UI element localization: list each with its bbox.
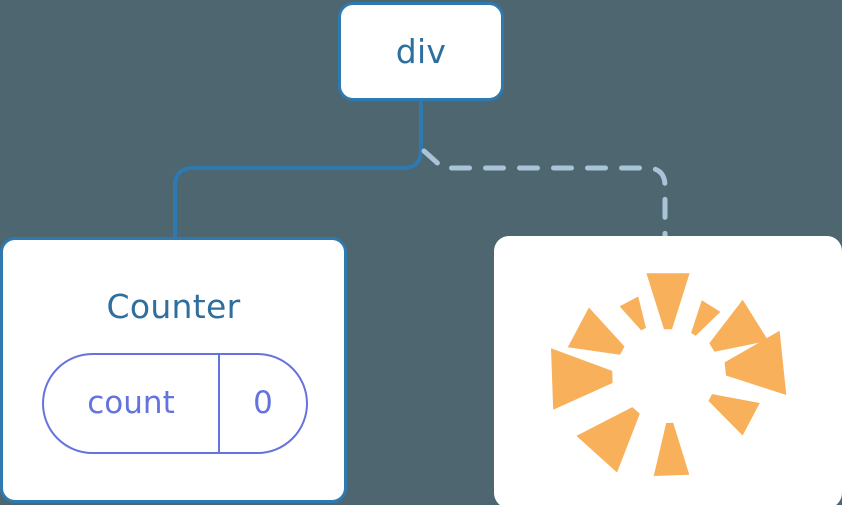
prop-name: count [44,355,220,452]
edge-dashed-div-to-sparkle [421,148,668,241]
prop-pill-count[interactable]: count 0 [42,353,308,454]
node-sparkle[interactable] [494,236,842,505]
sparkle-ray-6 [576,407,640,473]
node-div-label: div [395,32,447,71]
sparkle-ray-0 [646,273,690,330]
sparkle-ray-3 [724,330,787,395]
sparkle-ray-2 [709,299,769,352]
sparkle-ray-9 [619,296,646,331]
sparkle-ray-7 [551,348,613,410]
node-counter-label: Counter [106,287,241,326]
sparkle-ray-5 [653,422,690,476]
sparkle-ray-8 [567,307,625,355]
prop-value: 0 [253,385,273,421]
sparkle-ray-1 [691,300,721,336]
sparkle-burst-icon [551,273,787,476]
sparkle-ray-4 [708,394,760,436]
node-div[interactable]: div [338,2,504,101]
edge-solid-div-to-counter [173,99,423,241]
